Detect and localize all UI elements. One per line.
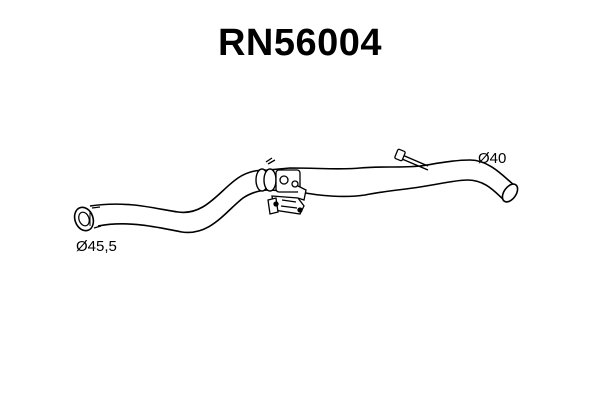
outlet-diameter-label: Ø40 [478,150,506,167]
inlet-diameter-text: Ø45,5 [76,238,117,255]
part-number-title: RN56004 [217,22,383,64]
outlet-diameter-text: Ø40 [478,150,506,167]
outlet-end [501,183,519,203]
hanger-rod [394,148,429,171]
bracket-assembly [267,169,307,215]
pipe-upper-edge [89,159,515,214]
clamp-ring [255,157,277,192]
inlet-diameter-label: Ø45,5 [76,238,117,255]
pipe-lower-edge [97,179,505,234]
inlet-end [73,206,102,232]
